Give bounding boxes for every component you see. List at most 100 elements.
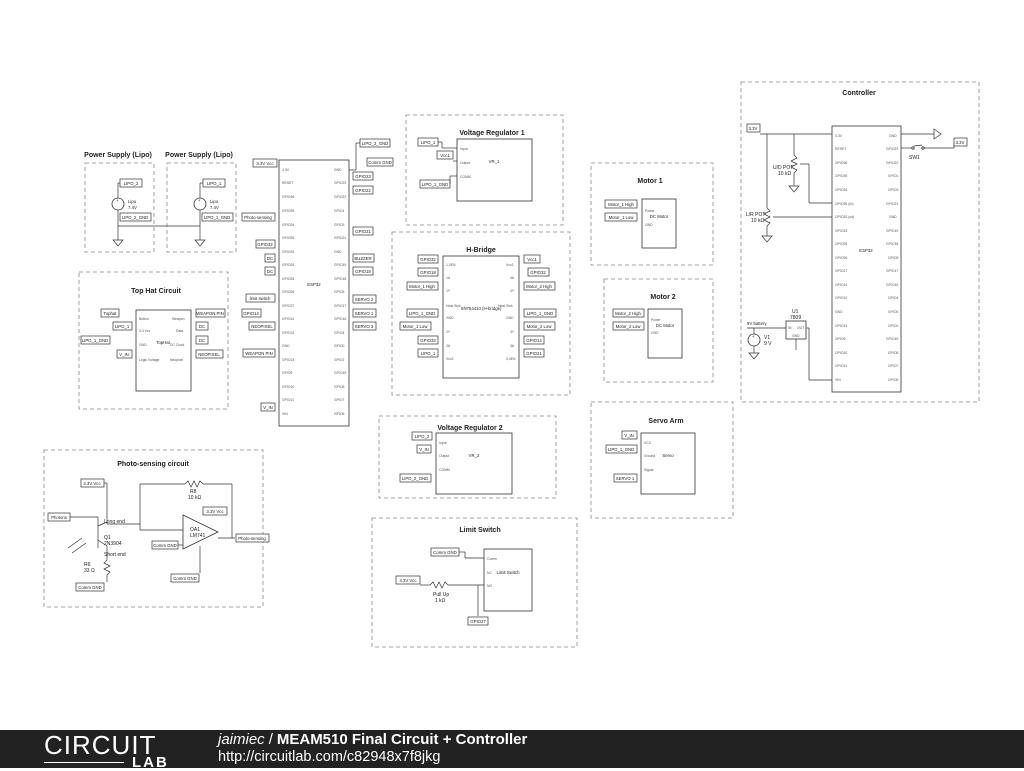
dc-motor-2-label: DC Motor: [656, 323, 675, 328]
svg-text:3A: 3A: [510, 344, 515, 348]
svg-text:GPIO14: GPIO14: [282, 317, 294, 321]
photo-sensing-group[interactable]: Photo-sensing circuit 3.3V Vcc Photons Q…: [43, 449, 270, 608]
flag-lipo1-hb: LIPO_1: [421, 351, 436, 356]
sw1-label: SW1: [909, 155, 920, 161]
svg-text:COMM: COMM: [460, 175, 471, 179]
svg-text:GPIO21: GPIO21: [334, 236, 346, 240]
long-end-label: Long end: [104, 519, 125, 525]
photon-arrow-icon: [67, 537, 83, 549]
svg-text:GPIO26: GPIO26: [835, 256, 847, 260]
svg-text:3.3V: 3.3V: [835, 134, 843, 138]
power-supply-1-group[interactable]: Power Supply (Lipo) LIPO_2 + Lipo 7.4V L…: [84, 152, 155, 253]
ground-icon: [788, 185, 800, 193]
svg-text:Output: Output: [439, 454, 449, 458]
flag-lipo1-gnd-hb: LIPO_1_GND: [409, 311, 436, 316]
svg-text:GPIO8: GPIO8: [334, 385, 344, 389]
svg-text:GPIO7: GPIO7: [334, 398, 344, 402]
u1-label: U1: [792, 309, 799, 315]
svg-text:RESET: RESET: [282, 181, 293, 185]
svg-text:NO: NO: [487, 584, 492, 588]
flag-3v3-photo: 3.3V Vcc: [83, 481, 101, 486]
flag-photo-esp: Photo-sensing: [244, 215, 272, 220]
svg-text:DC Clock: DC Clock: [170, 343, 185, 347]
svg-text:3Y: 3Y: [510, 330, 515, 334]
svg-text:+: +: [198, 198, 201, 203]
svg-text:GPIO8: GPIO8: [888, 351, 898, 355]
svg-text:GPIO3: GPIO3: [888, 188, 898, 192]
flag-dc-1: DC: [199, 324, 205, 329]
power-supply-2-group[interactable]: Power Supply (Lipo) LIPO_1 + Lipo 7.4V L…: [118, 152, 237, 253]
svg-text:Vcc2: Vcc2: [446, 357, 454, 361]
lr-pot-label: L/R POT: [746, 212, 765, 218]
flag-gpio27-ls: GPIO27: [470, 619, 486, 624]
limit-switch-label: Limit Switch: [497, 570, 521, 575]
svg-text:Ground: Ground: [644, 454, 655, 458]
flag-3v3-sw: 3.3V: [956, 140, 965, 145]
svg-text:GND: GND: [889, 134, 897, 138]
svg-text:GPIO18: GPIO18: [886, 242, 898, 246]
lipo-voltage-2: 7.4V: [210, 205, 219, 210]
servo-arm-title: Servo Arm: [648, 418, 683, 425]
voltage-regulator-1-group[interactable]: Voltage Regulator 1 VR_1 Input Output CO…: [405, 114, 564, 226]
svg-text:GND: GND: [792, 334, 800, 338]
svg-text:Signal: Signal: [644, 468, 654, 472]
flag-lipo1-gnd: LIPO_1_GND: [204, 215, 231, 220]
esp32-controller-label: ESP32: [859, 248, 873, 253]
ground-icon: [194, 239, 206, 247]
schematic-canvas[interactable]: Power Supply (Lipo) LIPO_2 + Lipo 7.4V L…: [0, 0, 1024, 730]
svg-text:GND: GND: [446, 316, 454, 320]
v1-value: 9 V: [764, 341, 772, 347]
svg-text:4Y: 4Y: [510, 289, 515, 293]
flag-servo2-esp: SERVO 2: [355, 297, 374, 302]
flag-gpio32-esp: GPIO32: [257, 242, 273, 247]
project-url[interactable]: http://circuitlab.com/c82948x7f8jkg: [218, 749, 441, 765]
svg-text:2A: 2A: [446, 344, 451, 348]
flag-3v3-controller: 3.3V: [749, 126, 758, 131]
voltage-regulator-2-group[interactable]: Voltage Regulator 2 VR_2 InputOutputCOMM…: [378, 415, 557, 499]
flag-motor2h-hb: Motor_2 High: [526, 284, 552, 289]
ground-icon: [748, 352, 760, 360]
svg-text:GPIO34: GPIO34: [835, 188, 847, 192]
esp32-label: ESP32: [307, 282, 321, 287]
top-hat-group[interactable]: Top Hat Circuit TopHat Button 3.3 Vcc GN…: [78, 271, 229, 410]
svg-text:GPIO39: GPIO39: [282, 209, 294, 213]
svg-text:GPIO39: GPIO39: [835, 174, 847, 178]
svg-text:VIN: VIN: [835, 378, 841, 382]
circuitlab-logo[interactable]: CIRCUIT LAB: [44, 732, 167, 771]
battery-label: 9V battery: [747, 321, 767, 326]
svg-text:GPIO32 (ud): GPIO32 (ud): [835, 215, 854, 219]
svg-text:VCC: VCC: [644, 441, 652, 445]
h-bridge-title: H-Bridge: [466, 247, 496, 254]
svg-text:GPIO11: GPIO11: [282, 398, 294, 402]
flag-vin-servo: V_IN: [624, 433, 634, 438]
title-separator: /: [268, 731, 273, 748]
svg-text:GPIO15: GPIO15: [886, 337, 898, 341]
svg-text:GPIO27: GPIO27: [835, 269, 847, 273]
author-link[interactable]: jaimiec: [218, 731, 265, 748]
flag-servo1-servo: SERVO 1: [616, 476, 635, 481]
ground-icon: [112, 239, 124, 247]
flag-gpio33-hb: GPIO33: [420, 338, 436, 343]
resistor-r8: [184, 480, 204, 488]
flag-neopixel-esp: NEOPIXEL: [251, 324, 273, 329]
svg-text:1,2EN: 1,2EN: [446, 263, 456, 267]
svg-text:GPIO13: GPIO13: [282, 358, 294, 362]
svg-text:Logic Voltage: Logic Voltage: [139, 358, 159, 362]
svg-text:GPIO0: GPIO0: [334, 344, 344, 348]
svg-text:GPIO17: GPIO17: [886, 269, 898, 273]
footer-bar: CIRCUIT LAB jaimiec/MEAM510 Final Circui…: [0, 730, 1024, 771]
svg-text:+: +: [116, 198, 119, 203]
svg-text:GPIO36: GPIO36: [282, 195, 294, 199]
u1-part: 7809: [790, 315, 801, 321]
svg-text:GPIO33: GPIO33: [835, 229, 847, 233]
svg-text:GPIO5: GPIO5: [888, 256, 898, 260]
svg-text:GPIO10: GPIO10: [835, 351, 847, 355]
svg-text:GPIO22: GPIO22: [886, 161, 898, 165]
